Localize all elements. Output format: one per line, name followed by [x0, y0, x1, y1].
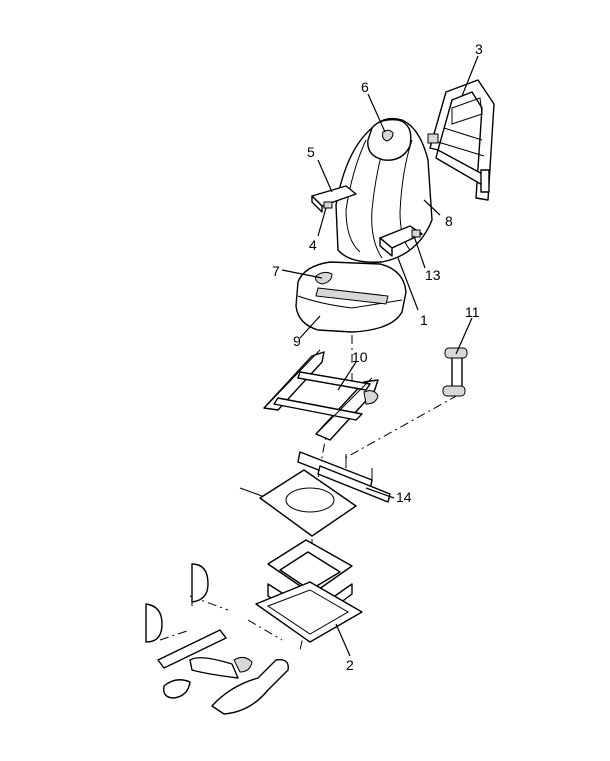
- callout-9: 9: [293, 333, 301, 349]
- callout-2: 2: [346, 657, 354, 673]
- seat-frame: [263, 349, 379, 441]
- callout-14: 14: [396, 489, 412, 505]
- base: [255, 581, 363, 643]
- shock-absorber: [442, 347, 468, 397]
- callout-8: 8: [445, 213, 453, 229]
- linkage-parts: [145, 563, 289, 715]
- callout-6: 6: [361, 79, 369, 95]
- leader-lines: [281, 55, 479, 657]
- seat-cushion: [295, 261, 407, 333]
- callout-13: 13: [425, 267, 441, 283]
- headrest: [367, 118, 412, 161]
- callout-1: 1: [420, 312, 428, 328]
- left-armrest: [311, 185, 357, 213]
- backrest-frame: [427, 79, 495, 201]
- right-armrest: [379, 225, 423, 257]
- callout-4: 4: [309, 237, 317, 253]
- callout-7: 7: [272, 263, 280, 279]
- callout-3: 3: [475, 41, 483, 57]
- callout-10: 10: [352, 349, 368, 365]
- swivel-plate: [239, 469, 357, 537]
- callout-11: 11: [465, 304, 480, 320]
- callout-5: 5: [307, 144, 315, 160]
- callouts: 1 2 3 4 5 6 7 8 9 10 11 13 14: [272, 41, 483, 673]
